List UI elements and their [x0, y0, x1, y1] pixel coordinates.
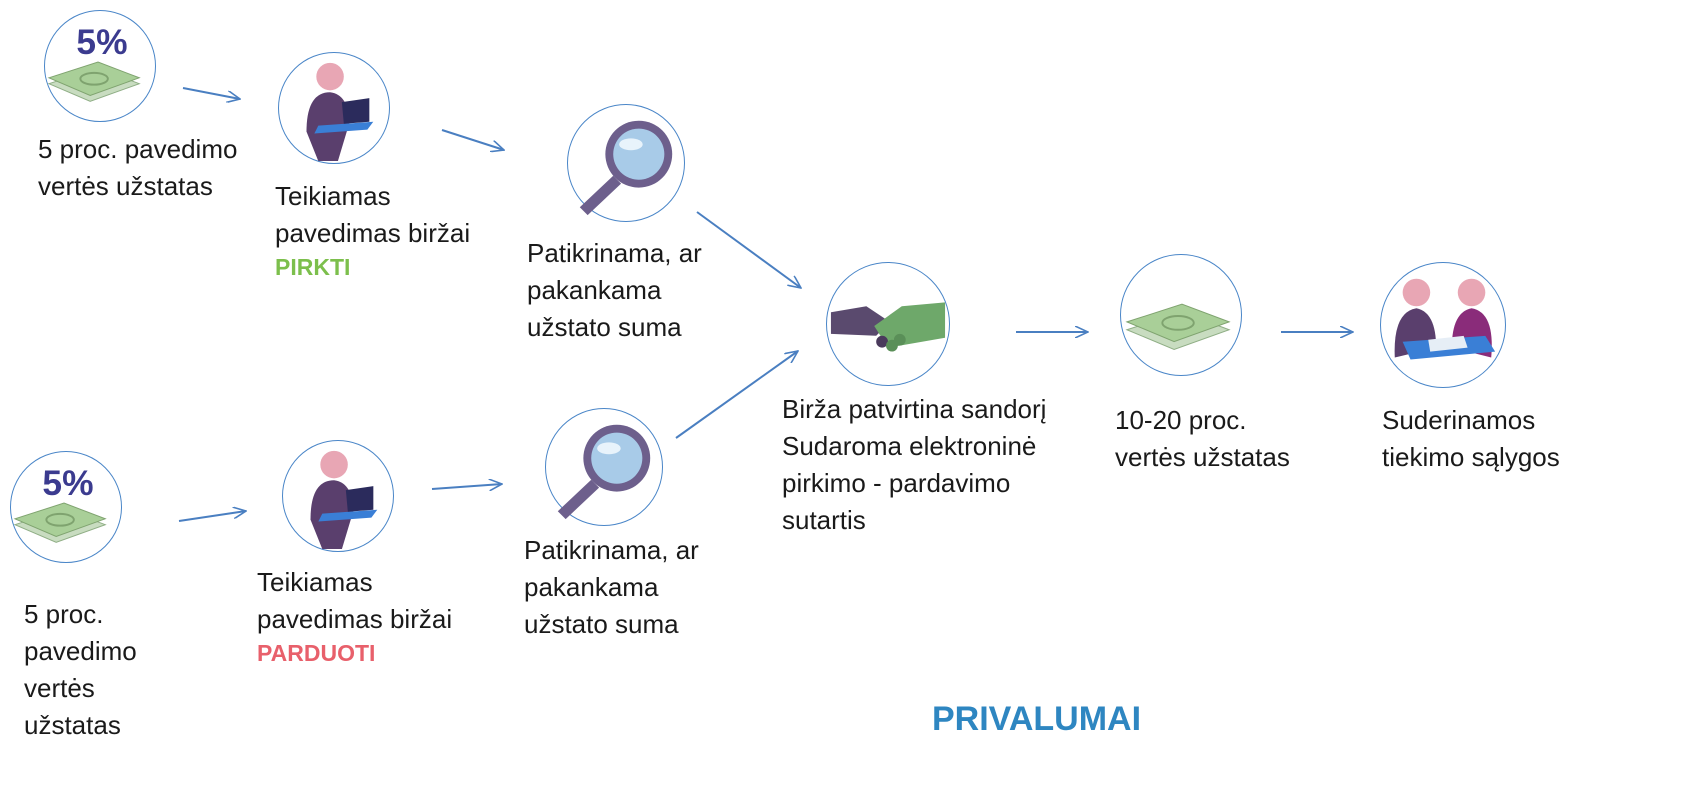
deposit-top-label: 5 proc. pavedimo vertės užstatas [38, 134, 238, 201]
arrow-order-buy-to-check [441, 129, 504, 150]
trader-icon [282, 440, 394, 552]
trader-icon [278, 52, 390, 164]
handshake-icon [826, 262, 950, 386]
contract-label: Birža patvirtina sandorį Sudaroma elektr… [782, 394, 1047, 535]
meeting-icon [1380, 262, 1506, 388]
order-buy-label: Teikiamas pavedimas biržai [275, 181, 471, 248]
order-buy-action: PIRKTI [275, 254, 351, 280]
footer-title: PRIVALUMAI [932, 700, 1142, 738]
money-icon: 5% [10, 451, 122, 563]
arrow-check-top-to-contract [696, 211, 801, 288]
deposit-bottom-label: 5 proc. pavedimo vertės užstatas [24, 599, 137, 740]
deposit-final-label: 10-20 proc. vertės užstatas [1115, 405, 1290, 472]
order-sell-action: PARDUOTI [257, 640, 376, 666]
money-icon: 5% [44, 10, 156, 122]
arrow-deposit-to-order-buy [182, 87, 240, 99]
arrow-check-bottom-to-contract [675, 351, 798, 439]
arrow-deposit-to-order-sell [178, 511, 246, 522]
terms-label: Suderinamos tiekimo sąlygos [1382, 405, 1560, 472]
arrow-order-sell-to-check [431, 484, 502, 489]
check-top-label: Patikrinama, ar pakankama užstato suma [527, 238, 702, 342]
percent-badge: 5% [42, 464, 93, 503]
magnifier-icon [545, 408, 663, 526]
check-bottom-label: Patikrinama, ar pakankama užstato suma [524, 535, 699, 639]
money-icon [1120, 254, 1242, 376]
percent-badge: 5% [76, 23, 127, 62]
order-sell-label: Teikiamas pavedimas biržai [257, 567, 453, 634]
magnifier-icon [567, 104, 685, 222]
